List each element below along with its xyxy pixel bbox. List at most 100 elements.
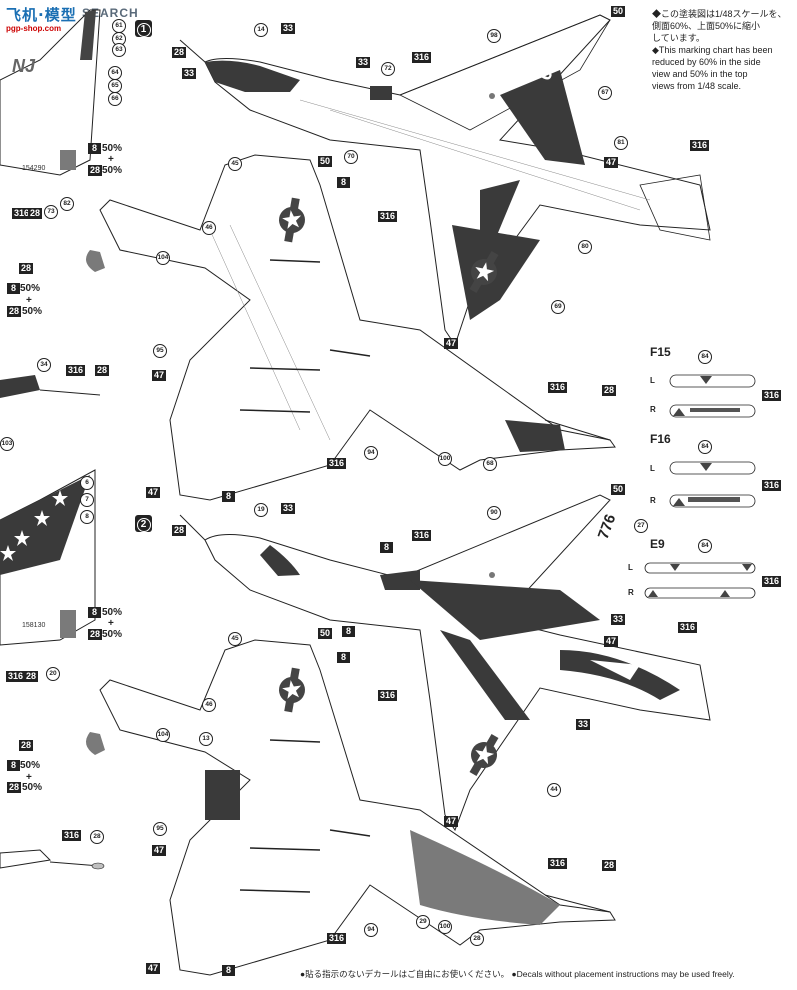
scheme-number-badge: 2	[135, 515, 152, 532]
callout-box: 316	[327, 933, 347, 944]
note-line: ◆This marking chart has been	[652, 45, 773, 55]
callout-circle: 66	[108, 92, 122, 106]
note-line: 側面60%、上面50%に縮小	[652, 21, 761, 31]
left-side-label: L	[628, 563, 633, 572]
callout-circle: 65	[108, 79, 122, 93]
callout-circle: 95	[153, 822, 167, 836]
callout-circle: 84	[698, 350, 712, 364]
callout-box: 33	[611, 614, 626, 625]
callout-box: 28	[19, 740, 34, 751]
callout-box: 28	[19, 263, 34, 274]
callout-circle: 6	[80, 476, 94, 490]
right-side-label: R	[650, 496, 656, 505]
callout-box: 316	[378, 690, 398, 701]
callout-circle: 103	[0, 437, 14, 451]
callout-circle: 72	[381, 62, 395, 76]
callout-box: 28	[602, 385, 617, 396]
callout-box: 28	[172, 525, 187, 536]
callout-box: 316	[548, 382, 568, 393]
callout-circle: 70	[344, 150, 358, 164]
callout-box: 50	[318, 628, 333, 639]
callout-circle: 63	[112, 43, 126, 57]
callout-box: 47	[152, 370, 167, 381]
callout-plain: 50%	[102, 143, 123, 154]
callout-box: 33	[281, 23, 296, 34]
tank-f15	[669, 374, 756, 418]
callout-box: 316	[762, 480, 782, 491]
callout-box: 33	[576, 719, 591, 730]
callout-box: 28	[602, 860, 617, 871]
callout-circle: 44	[547, 783, 561, 797]
callout-plain: 50%	[22, 782, 43, 793]
callout-circle: 84	[698, 440, 712, 454]
callout-circle: 94	[364, 446, 378, 460]
callout-box: 50	[318, 156, 333, 167]
callout-box: 316	[412, 530, 432, 541]
callout-box: 8	[7, 760, 20, 771]
callout-circle: 104	[156, 728, 170, 742]
callout-circle: 28	[90, 830, 104, 844]
callout-box: 28	[95, 365, 110, 376]
callout-circle: 20	[46, 667, 60, 681]
callout-circle: 69	[551, 300, 565, 314]
callout-circle: 67	[598, 86, 612, 100]
callout-box: 47	[444, 816, 459, 827]
scheme2-side-view: 158130	[0, 469, 105, 870]
callout-box: 316	[762, 390, 782, 401]
callout-box: 316	[12, 208, 32, 219]
callout-box: 33	[182, 68, 197, 79]
callout-box: 316	[678, 622, 698, 633]
callout-box: 8	[88, 143, 101, 154]
callout-circle: 94	[364, 923, 378, 937]
callout-plain: +	[26, 295, 32, 306]
callout-circle: 64	[108, 66, 122, 80]
tank-f16	[669, 461, 756, 508]
callout-circle: 46	[202, 698, 216, 712]
callout-plain: 50%	[20, 760, 41, 771]
callout-box: 8	[337, 652, 350, 663]
callout-box: 316	[690, 140, 710, 151]
note-line: view and 50% in the top	[652, 69, 748, 79]
callout-plain: 50%	[22, 306, 43, 317]
callout-box: 28	[88, 165, 103, 176]
modex-776: 776	[595, 512, 620, 541]
callout-box: 8	[222, 491, 235, 502]
callout-circle: 14	[254, 23, 268, 37]
callout-circle: 90	[487, 506, 501, 520]
left-side-label: L	[650, 376, 655, 385]
callout-box: 8	[7, 283, 20, 294]
scale-note: ◆この塗装図は1/48スケールを、 側面60%、上面50%に縮小 しています。 …	[652, 8, 794, 92]
callout-circle: 80	[578, 240, 592, 254]
callout-box: 316	[378, 211, 398, 222]
callout-circle: 8	[80, 510, 94, 524]
callout-box: 316	[6, 671, 26, 682]
callout-box: 47	[604, 157, 619, 168]
note-line: views from 1/48 scale.	[652, 81, 742, 91]
callout-box: 28	[7, 782, 22, 793]
callout-plain: +	[108, 154, 114, 165]
scheme1-upper-view: 01	[204, 14, 711, 347]
scheme2-lower-view	[86, 639, 616, 976]
callout-box: 47	[146, 963, 161, 974]
callout-plain: +	[108, 618, 114, 629]
callout-box: 316	[66, 365, 86, 376]
callout-box: 316	[62, 830, 82, 841]
callout-circle: 28	[470, 932, 484, 946]
callout-circle: 68	[483, 457, 497, 471]
tail-code: NJ	[12, 56, 36, 76]
callout-box: 316	[412, 52, 432, 63]
callout-circle: 27	[634, 519, 648, 533]
callout-plain: 50%	[102, 629, 123, 640]
callout-plain: 50%	[102, 165, 123, 176]
callout-box: 28	[24, 671, 39, 682]
callout-circle: 82	[60, 197, 74, 211]
callout-circle: 7	[80, 493, 94, 507]
callout-box: 50	[611, 6, 626, 17]
serial-number: 158130	[22, 622, 45, 629]
callout-plain: 50%	[102, 607, 123, 618]
callout-box: 8	[337, 177, 350, 188]
tank-e9	[644, 562, 756, 599]
callout-circle: 29	[416, 915, 430, 929]
right-side-label: R	[628, 588, 634, 597]
